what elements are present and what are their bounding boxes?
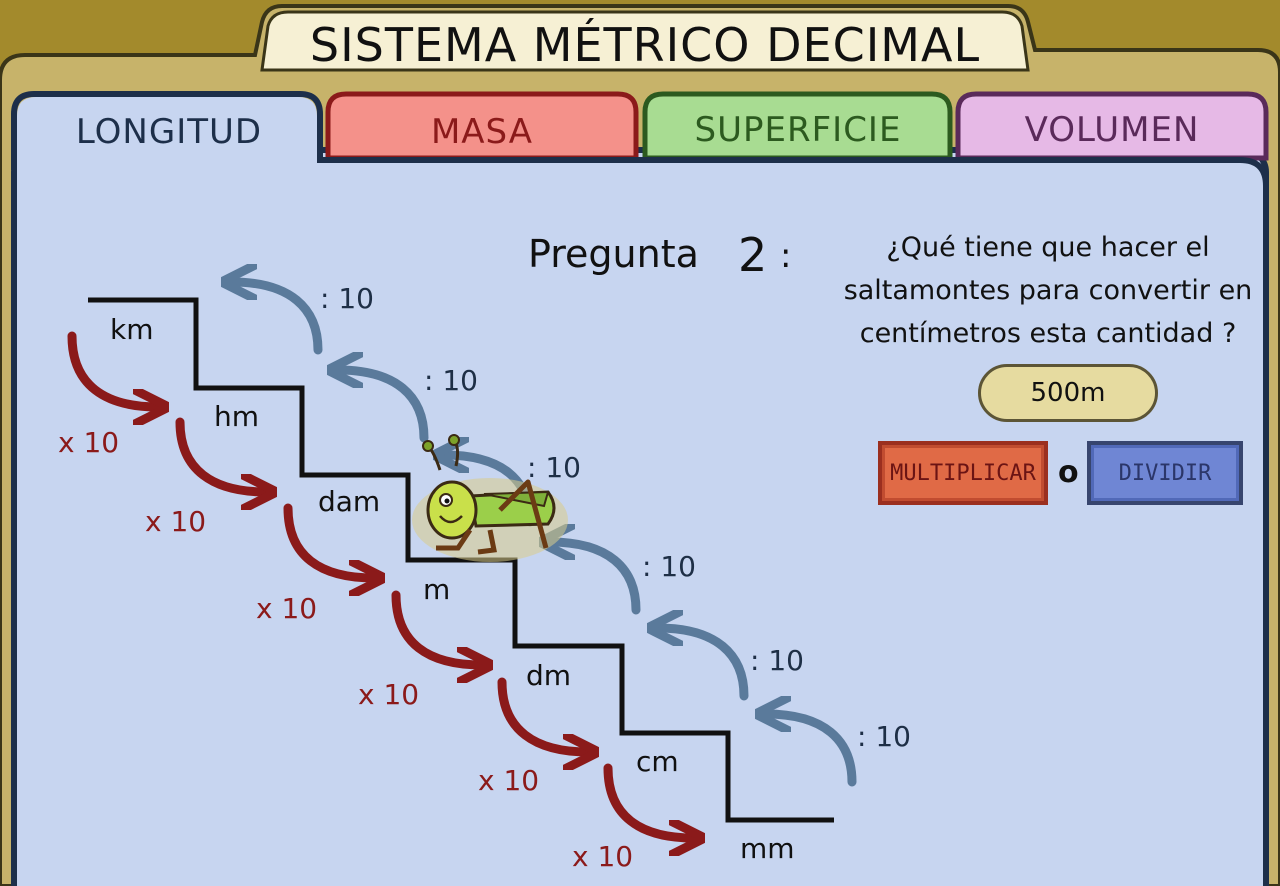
- tab-masa-bg[interactable]: [325, 91, 639, 161]
- or-label: o: [1058, 455, 1079, 490]
- app-title: SISTEMA MÉTRICO DECIMAL: [309, 18, 981, 72]
- quantity-badge: 500m: [978, 364, 1158, 422]
- unit-m: m: [423, 573, 451, 606]
- question-label: Pregunta: [528, 232, 699, 276]
- multiply-arrow-5: [497, 677, 588, 752]
- unit-cm: cm: [636, 745, 679, 778]
- question-text: ¿Qué tiene que hacer el saltamontes para…: [843, 232, 1253, 349]
- tab-masa[interactable]: MASA: [430, 112, 534, 152]
- unit-dm: dm: [526, 659, 572, 692]
- multiply-arrow-2: [175, 417, 266, 492]
- unit-mm: mm: [740, 832, 795, 865]
- divide-label-1: : 10: [320, 282, 374, 315]
- divide-arrow-1: [232, 282, 323, 355]
- unit-km: km: [110, 313, 154, 346]
- multiply-label-3: x 10: [256, 592, 318, 625]
- divide-label-2: : 10: [424, 364, 478, 397]
- multiply-label-1: x 10: [58, 426, 120, 459]
- tab-volumen[interactable]: VOLUMEN: [1024, 110, 1200, 150]
- unit-hm: hm: [214, 400, 260, 433]
- multiply-label-4: x 10: [358, 678, 420, 711]
- tab-superficie-bg[interactable]: [642, 91, 953, 161]
- multiply-arrow-6: [603, 763, 694, 838]
- divide-label-5: : 10: [750, 644, 804, 677]
- multiply-label-5: x 10: [478, 764, 540, 797]
- multiply-label-6: x 10: [572, 840, 634, 873]
- question-number: 2: [738, 228, 768, 282]
- tab-longitud[interactable]: LONGITUD: [75, 112, 263, 152]
- multiply-arrows: [67, 331, 694, 838]
- grasshopper-icon: [412, 434, 568, 562]
- multiply-arrow-1: [67, 331, 158, 407]
- multiply-arrow-4: [391, 590, 482, 665]
- multiply-arrow-3: [283, 503, 374, 578]
- divide-arrow-6: [766, 714, 857, 787]
- divide-arrow-5: [658, 628, 749, 701]
- multiply-button[interactable]: MULTIPLICAR: [878, 441, 1048, 505]
- multiply-label-2: x 10: [145, 505, 207, 538]
- tab-superficie[interactable]: SUPERFICIE: [694, 110, 902, 150]
- staircase: [88, 297, 834, 823]
- tab-volumen-bg[interactable]: [955, 91, 1269, 161]
- divide-button[interactable]: DIVIDIR: [1087, 441, 1243, 505]
- divide-label-4: : 10: [642, 550, 696, 583]
- divide-label-6: : 10: [857, 720, 911, 753]
- divide-arrows: [232, 282, 857, 787]
- divide-arrow-4: [550, 542, 641, 615]
- question-colon: :: [780, 236, 792, 276]
- divide-arrow-2: [338, 370, 429, 443]
- unit-dam: dam: [318, 485, 381, 518]
- divide-label-3: : 10: [527, 451, 581, 484]
